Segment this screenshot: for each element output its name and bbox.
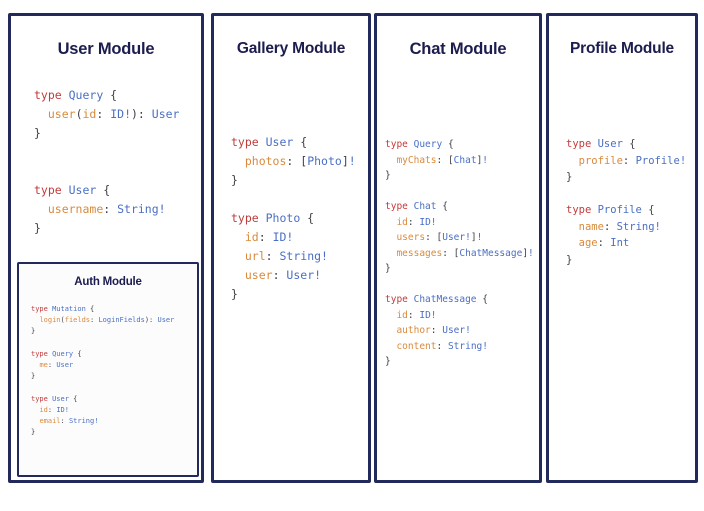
code-block-auth-module: type Mutation { login(fields: LoginField… [31,305,175,437]
panel-chat-module[interactable]: Chat Module type Query { myChats: [Chat]… [374,13,542,483]
code-block-profile-module: type User { profile: Profile! } type Pro… [566,138,687,266]
code-block-gallery-module: type User { photos: [Photo]! } type Phot… [231,135,356,301]
panel-title-user-module: User Module [57,40,155,58]
panel-title-gallery-module: Gallery Module [236,40,346,57]
panel-user-module[interactable]: User Module type Query { user(id: ID!): … [8,13,204,483]
panel-title-profile-module: Profile Module [570,40,674,57]
panel-gallery-module[interactable]: Gallery Module type User { photos: [Phot… [211,13,371,483]
panel-title-chat-module: Chat Module [409,40,507,58]
panel-profile-module[interactable]: Profile Module type User { profile: Prof… [546,13,698,483]
panel-title-auth-module: Auth Module [74,276,142,288]
code-block-user-module: type Query { user(id: ID!): User } type … [34,88,180,235]
panel-auth-module[interactable]: Auth Module type Mutation { login(fields… [17,262,199,477]
code-block-chat-module: type Query { myChats: [Chat]! } type Cha… [385,139,534,367]
